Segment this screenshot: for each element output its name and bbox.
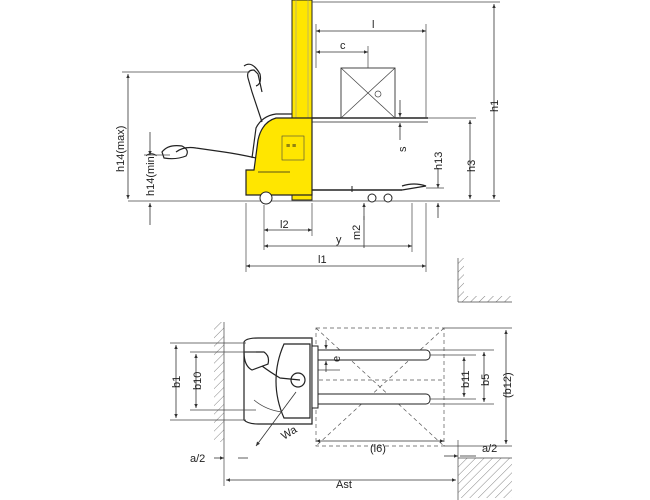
label-a2-left: a/2 — [190, 453, 205, 465]
tiller-handle-min — [161, 145, 188, 160]
tiller-max — [247, 69, 263, 123]
label-a2-right: a/2 — [482, 443, 497, 455]
top-view: b1 b10 e b11 b5 (b12) Wa (l6) — [170, 322, 514, 500]
left-wall-hatch — [214, 322, 224, 442]
panel-marks: ≡ ≡ — [286, 143, 296, 150]
label-s: s — [397, 146, 409, 152]
label-h13: h13 — [433, 152, 445, 170]
truck-body — [245, 117, 313, 196]
label-b5: b5 — [480, 374, 492, 386]
label-l6: (l6) — [370, 443, 386, 455]
drive-wheel — [259, 191, 273, 205]
label-y: y — [336, 234, 342, 246]
body-arc-detail — [253, 399, 283, 413]
aisle-corner-hatch — [460, 258, 515, 300]
tiller-handle-max — [243, 63, 262, 87]
tiller-min — [175, 146, 257, 159]
label-b11: b11 — [460, 370, 472, 388]
operator-panel — [251, 113, 292, 159]
tiller-arm-top — [261, 365, 301, 381]
load-wheel — [367, 193, 377, 203]
label-l2: l2 — [280, 219, 289, 231]
load-wheel — [383, 193, 393, 203]
drive-unit-top — [290, 372, 306, 388]
label-b10: b10 — [192, 372, 204, 390]
display-panel — [281, 135, 305, 161]
label-ast: Ast — [336, 479, 352, 491]
load-center-mark — [374, 90, 382, 98]
label-b1: b1 — [171, 376, 183, 388]
label-l: l — [372, 19, 374, 31]
label-wa: Wa — [279, 423, 300, 442]
fork-right — [311, 393, 431, 405]
label-h3: h3 — [466, 160, 478, 172]
load-box-diag — [340, 67, 396, 119]
side-view: ≡ ≡ l c h1 — [115, 0, 515, 303]
right-floor-hatch — [458, 458, 512, 498]
label-b12: (b12) — [502, 372, 514, 398]
label-c: c — [340, 40, 346, 52]
load-outline — [315, 327, 445, 447]
operator-compartment — [275, 343, 311, 419]
fork-left — [311, 349, 431, 361]
tiller-top — [243, 351, 270, 371]
aisle-corner-hatch-fill — [458, 258, 512, 302]
fork-tip-lowered — [401, 183, 427, 191]
label-l1: l1 — [318, 254, 327, 266]
label-m2: m2 — [351, 225, 363, 240]
label-h14min: h14(min) — [145, 153, 157, 196]
label-h14max: h14(max) — [115, 126, 127, 172]
label-e: e — [331, 356, 343, 362]
label-h1: h1 — [489, 100, 501, 112]
carriage-top — [311, 345, 319, 409]
truck-top-body — [243, 337, 313, 425]
dim-wa-line — [255, 391, 297, 447]
